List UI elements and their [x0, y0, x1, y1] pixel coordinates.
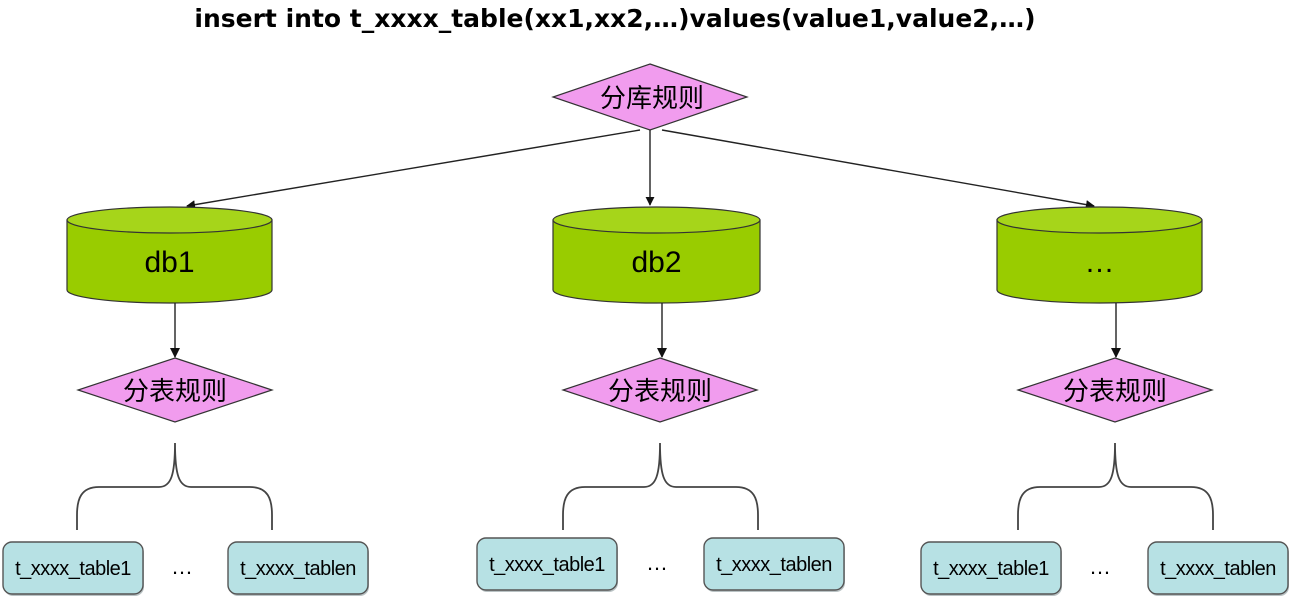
brace-connector: [76, 442, 273, 530]
table-rule-diamond: [76, 357, 274, 423]
table-box: [920, 541, 1062, 595]
table-rule-label: 分表规则: [123, 377, 227, 407]
table-box: [703, 537, 845, 591]
db-rule-label: 分库规则: [600, 84, 704, 114]
table-box: [227, 541, 369, 595]
table-box: [1147, 541, 1289, 595]
database-column: db1 分表规则 t_xxxx_table1 t_xxxx_tablen …: [2, 206, 369, 596]
database-cylinder: …: [996, 206, 1203, 304]
table-node: t_xxxx_tablen: [703, 537, 845, 592]
table-name: t_xxxx_tablen: [716, 554, 832, 576]
table-rule-label: 分表规则: [608, 377, 712, 407]
cylinder-top: [66, 206, 273, 234]
cylinder-body: [552, 219, 761, 304]
table-rule-node: 分表规则: [76, 357, 274, 423]
arrow-to-db3: [661, 129, 1095, 210]
cylinder-body: [66, 219, 273, 304]
cylinder-body: [996, 219, 1203, 304]
table-rule-node: 分表规则: [561, 357, 759, 423]
table-rule-label: 分表规则: [1063, 377, 1167, 407]
table-name: t_xxxx_tablen: [240, 558, 356, 580]
database-label: db1: [144, 246, 194, 279]
arrow-to-db1: [186, 129, 641, 210]
cylinder-top: [996, 206, 1203, 234]
table-name: t_xxxx_table1: [489, 554, 605, 576]
table-rule-node: 分表规则: [1016, 357, 1214, 423]
database-column: … 分表规则 t_xxxx_table1 t_xxxx_tablen …: [920, 206, 1289, 596]
database-cylinder: db2: [552, 206, 761, 304]
database-column: db2 分表规则 t_xxxx_table1 t_xxxx_tablen …: [476, 206, 845, 592]
database-label: …: [1085, 246, 1115, 279]
tables-ellipsis: …: [1089, 554, 1111, 579]
table-node: t_xxxx_tablen: [227, 541, 369, 596]
database-cylinder: db1: [66, 206, 273, 304]
database-label: db2: [631, 246, 681, 279]
table-box: [476, 537, 618, 591]
table-rule-diamond: [1016, 357, 1214, 423]
table-name: t_xxxx_tablen: [1160, 558, 1276, 580]
database-columns: db1 分表规则 t_xxxx_table1 t_xxxx_tablen … db2 分表规…: [2, 206, 1289, 596]
tables-ellipsis: …: [171, 554, 193, 579]
table-node: t_xxxx_table1: [476, 537, 618, 592]
table-rule-diamond: [561, 357, 759, 423]
tables-ellipsis: …: [646, 550, 668, 575]
table-box: [2, 541, 144, 595]
cylinder-top: [552, 206, 761, 234]
table-node: t_xxxx_table1: [920, 541, 1062, 596]
db-rule-node: 分库规则: [551, 63, 749, 131]
table-name: t_xxxx_table1: [15, 558, 131, 580]
sql-title: insert into t_xxxx_table(xx1,xx2,…)value…: [194, 4, 1035, 33]
brace-connector: [562, 442, 759, 530]
table-node: t_xxxx_table1: [2, 541, 144, 596]
table-name: t_xxxx_table1: [933, 558, 1049, 580]
brace-connector: [1017, 442, 1214, 530]
table-node: t_xxxx_tablen: [1147, 541, 1289, 596]
